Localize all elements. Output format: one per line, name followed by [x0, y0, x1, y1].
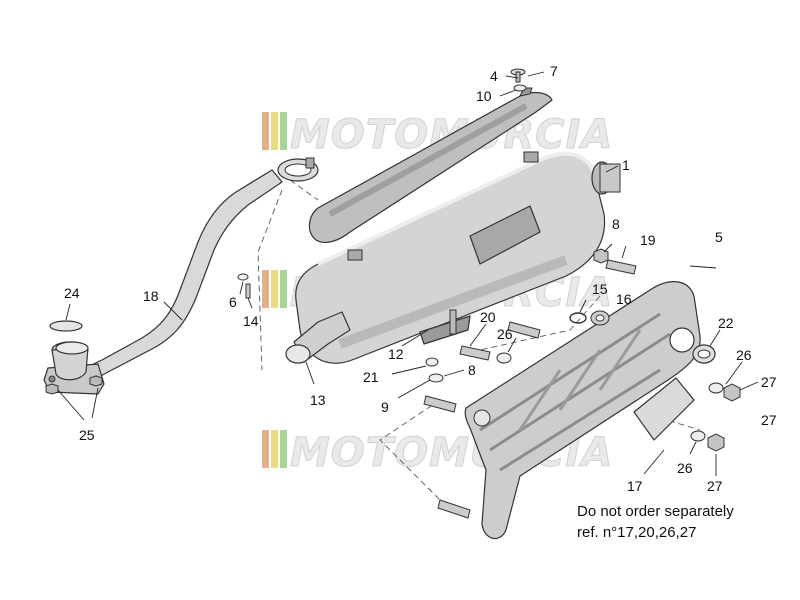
muffler-part [285, 151, 621, 364]
nut-part [45, 375, 103, 395]
washer-part [496, 352, 724, 442]
support-bracket-part [464, 281, 701, 540]
screw-part [510, 68, 527, 92]
callout-label: 27 [761, 412, 777, 428]
assembly-line [479, 295, 601, 351]
callout-label: 7 [550, 63, 558, 79]
callout-label: 14 [243, 313, 259, 329]
callout-label: 16 [616, 291, 632, 307]
ordering-note: Do not order separately ref. n°17,20,26,… [577, 503, 734, 541]
assembly-line [289, 179, 319, 201]
callout-label: 8 [612, 216, 620, 232]
callout-label: 13 [310, 392, 326, 408]
callout-label: 10 [476, 88, 492, 104]
callout-label: 19 [640, 232, 656, 248]
bushing-part [590, 310, 610, 326]
washer-part [237, 273, 249, 281]
callout-label: 15 [592, 281, 608, 297]
watermark-stripes-icon [262, 430, 287, 468]
callout-label: 26 [497, 326, 513, 342]
assembly-line [379, 399, 447, 507]
clamp-part [277, 157, 319, 182]
callout-label: 9 [381, 399, 389, 415]
nut-part [593, 248, 741, 452]
callout-label: 12 [388, 346, 404, 362]
callout-label: 17 [627, 478, 643, 494]
exhaust-pipe-part [43, 169, 283, 395]
ring-part [569, 312, 587, 324]
callout-label: 22 [718, 315, 734, 331]
callout-label: 24 [64, 285, 80, 301]
assembly-line [257, 189, 283, 371]
callout-labels: 1 4 5 6 7 8 8 9 10 12 13 14 15 16 17 18 … [64, 63, 777, 494]
callout-label: 20 [480, 309, 496, 325]
note-line-2: ref. n°17,20,26,27 [577, 524, 696, 541]
callout-label: 1 [622, 157, 630, 173]
heat-shield-part [308, 87, 553, 244]
callout-label: 25 [79, 427, 95, 443]
plate-part [633, 377, 695, 441]
bolt-part [245, 283, 251, 299]
callout-label: 21 [363, 369, 379, 385]
watermark-stripes-icon [262, 270, 287, 308]
washer-part [425, 357, 444, 383]
watermark-stripes-icon [262, 112, 287, 150]
callout-label: 27 [707, 478, 723, 494]
callout-label: 6 [229, 294, 237, 310]
note-line-1: Do not order separately [577, 503, 734, 520]
callout-label: 8 [468, 362, 476, 378]
callout-label: 26 [736, 347, 752, 363]
callout-label: 4 [490, 68, 498, 84]
leader-lines [57, 71, 759, 476]
callout-label: 27 [761, 374, 777, 390]
callout-label: 26 [677, 460, 693, 476]
bolt-part [423, 259, 637, 519]
callout-label: 18 [143, 288, 159, 304]
bushing-part [692, 344, 716, 364]
gasket-part [49, 320, 83, 332]
callout-label: 5 [715, 229, 723, 245]
